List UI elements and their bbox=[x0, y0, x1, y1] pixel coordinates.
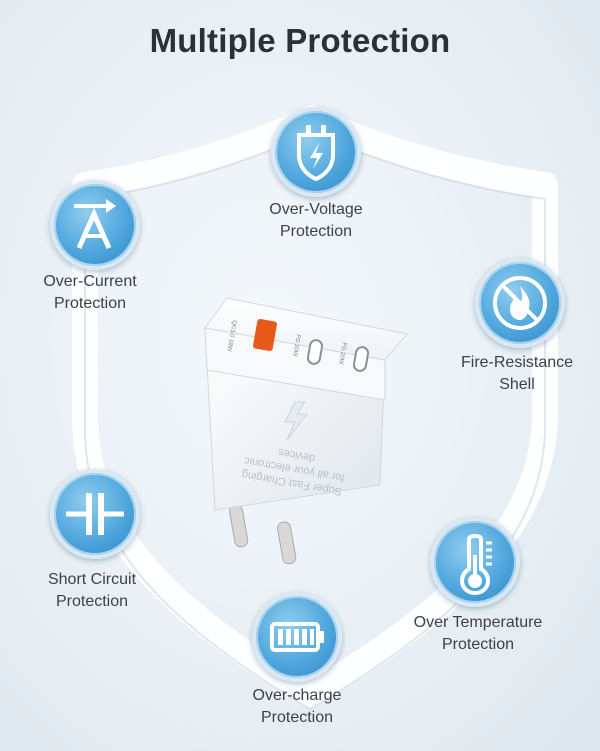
page-title: Multiple Protection bbox=[149, 22, 451, 59]
over-current-badge bbox=[50, 180, 140, 270]
fire-resistance-label: Fire-Resistance Shell bbox=[442, 352, 592, 396]
over-voltage-line1: Over-Voltage bbox=[269, 201, 363, 218]
fire-resistance-line2: Shell bbox=[499, 376, 535, 393]
over-temperature-line2: Protection bbox=[441, 636, 515, 653]
plug-pins bbox=[229, 504, 297, 565]
port-label-3: PD 20W bbox=[337, 342, 347, 365]
thermometer-icon bbox=[459, 534, 492, 596]
over-current-line2: Protection bbox=[53, 295, 127, 312]
short-circuit-line1: Short Circuit bbox=[47, 571, 137, 588]
arrow-a-icon bbox=[74, 199, 116, 250]
usb-c-port-2 bbox=[352, 346, 370, 372]
charger-image: QC3.0 18W PD 20W PD 20W Super Fast Charg… bbox=[204, 297, 408, 565]
over-charge-line2: Protection bbox=[260, 709, 334, 726]
fire-resistance-badge bbox=[475, 258, 565, 348]
fire-resistance-line1: Fire-Resistance bbox=[460, 354, 574, 371]
bolt-logo-icon bbox=[284, 401, 309, 441]
short-circuit-badge bbox=[50, 469, 140, 559]
over-current-label: Over-Current Protection bbox=[20, 271, 160, 315]
over-voltage-label: Over-Voltage Protection bbox=[236, 199, 396, 243]
port-label-1: QC3.0 18W bbox=[226, 320, 237, 352]
over-temperature-badge bbox=[430, 517, 520, 607]
no-fire-icon bbox=[493, 276, 547, 330]
capacitor-icon bbox=[66, 493, 124, 535]
over-voltage-line2: Protection bbox=[279, 223, 353, 240]
usb-a-port bbox=[253, 318, 277, 352]
plug-shield-bolt-icon bbox=[297, 125, 335, 182]
short-circuit-line2: Protection bbox=[55, 593, 129, 610]
over-charge-badge bbox=[252, 592, 342, 682]
port-label-2: PD 20W bbox=[291, 334, 301, 357]
over-voltage-badge bbox=[271, 107, 361, 197]
short-circuit-label: Short Circuit Protection bbox=[22, 569, 162, 613]
over-charge-label: Over-charge Protection bbox=[222, 685, 372, 729]
battery-icon bbox=[270, 622, 324, 652]
over-current-line1: Over-Current bbox=[43, 273, 137, 290]
usb-c-port-1 bbox=[306, 339, 324, 365]
over-temperature-line1: Over Temperature bbox=[413, 614, 543, 631]
over-temperature-label: Over Temperature Protection bbox=[398, 612, 558, 656]
over-charge-line1: Over-charge bbox=[252, 687, 342, 704]
